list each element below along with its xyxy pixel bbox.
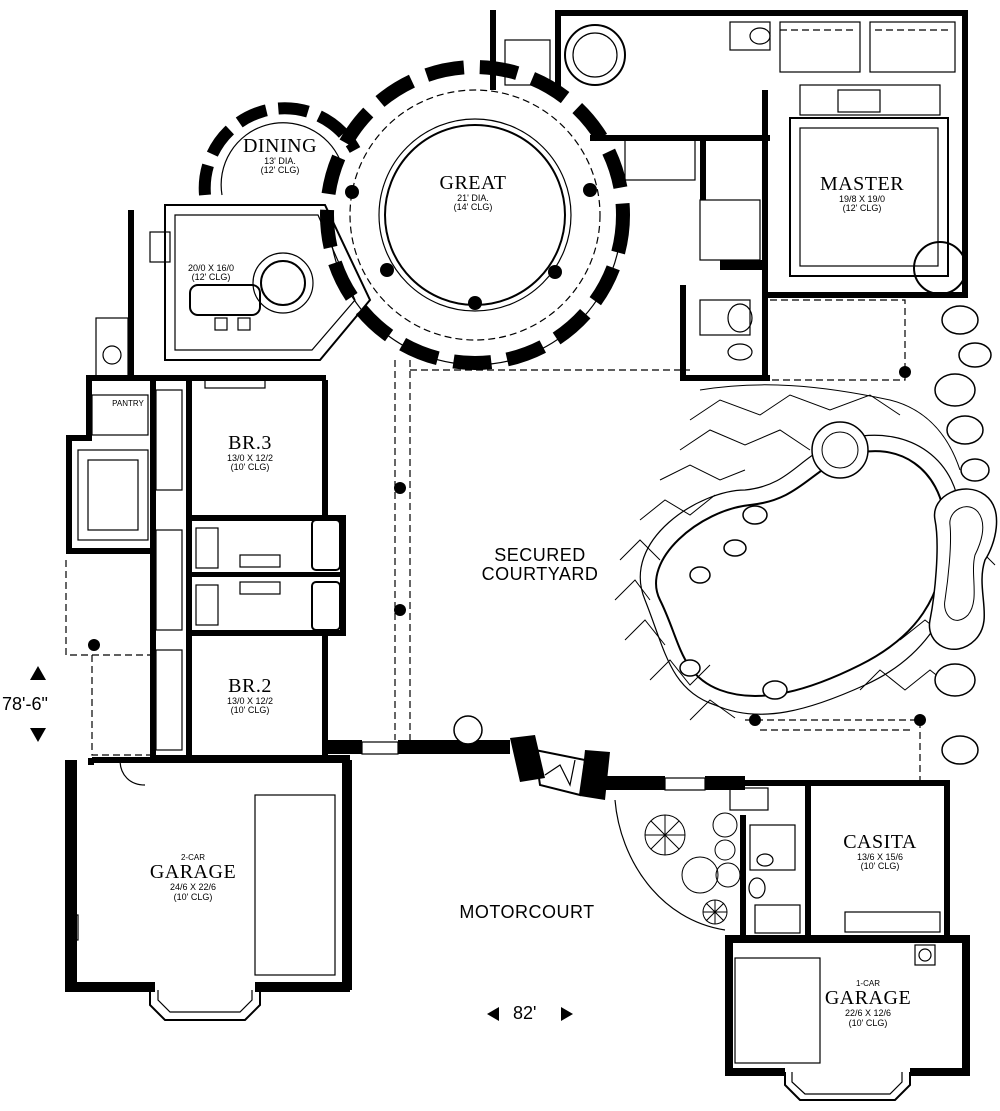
- great-label: GREAT 21' DIA. (14' CLG): [440, 173, 507, 213]
- br2-name: BR.2: [228, 675, 272, 697]
- dining-name: DINING: [242, 135, 318, 157]
- dining-size: 13' DIA.: [264, 156, 296, 166]
- kitchen-size: 20/0 X 16/0: [187, 263, 235, 273]
- courtyard-outline: [394, 360, 926, 780]
- master-suite: [490, 10, 968, 381]
- br3-size: 13/0 X 12/2: [226, 453, 274, 463]
- boulders: [453, 305, 998, 765]
- garage-2car-walls: [65, 757, 352, 1021]
- motorcourt-label: MOTORCOURT: [459, 903, 594, 923]
- great-ceiling: (14' CLG): [453, 202, 493, 213]
- left-wing-details: [65, 317, 341, 756]
- courtyard-line2: COURTYARD: [481, 563, 599, 584]
- garage1-label: 1-CAR GARAGE 22/6 X 12/6 (10' CLG): [824, 979, 912, 1028]
- garage2-size: 24/6 X 22/6: [169, 882, 217, 893]
- great-room-walls: [320, 60, 630, 370]
- master-size: 19/8 X 19/0: [838, 194, 886, 204]
- garage1-ceiling: (10' CLG): [848, 1017, 888, 1028]
- garage1-sub: 1-CAR: [855, 979, 880, 988]
- depth-arrows-icon: [30, 666, 46, 742]
- br2-label: BR.2 13/0 X 12/2 (10' CLG): [227, 676, 273, 716]
- landscape-plants: [614, 799, 741, 931]
- br2-size: 13/0 X 12/2: [226, 696, 274, 706]
- great-name: GREAT: [439, 172, 507, 194]
- garage2-name: GARAGE: [149, 861, 237, 884]
- pantry-name: PANTRY: [112, 399, 144, 408]
- great-size: 21' DIA.: [457, 193, 489, 203]
- courtyard-line1: SECURED: [494, 545, 586, 565]
- casita-ceiling: (10' CLG): [860, 861, 900, 872]
- garage1-size: 22/6 X 12/6: [844, 1008, 892, 1019]
- master-ceiling: (12' CLG): [842, 203, 882, 214]
- br3-ceiling: (10' CLG): [230, 462, 270, 473]
- casita-name: CASITA: [843, 831, 917, 853]
- great-room-columns: [345, 183, 597, 310]
- width-arrows-icon: [487, 1007, 573, 1021]
- garage2-label: 2-CAR GARAGE 24/6 X 22/6 (10' CLG): [149, 853, 237, 902]
- dining-label: DINING 13' DIA. (12' CLG): [243, 136, 317, 176]
- courtyard-south-wall: [322, 735, 745, 800]
- casita-label: CASITA 13/6 X 15/6 (10' CLG): [843, 832, 917, 872]
- garage1-name: GARAGE: [824, 987, 912, 1010]
- br3-name: BR.3: [228, 432, 272, 454]
- master-name: MASTER: [819, 173, 905, 195]
- br2-ceiling: (10' CLG): [230, 705, 270, 716]
- garage2-ceiling: (10' CLG): [173, 891, 213, 902]
- dining-ceiling: (12' CLG): [260, 165, 300, 176]
- casita-walls: [725, 780, 970, 1101]
- dining-walls: [198, 102, 361, 196]
- depth-dimension: 78'-6": [0, 664, 80, 744]
- motorcourt-name: MOTORCOURT: [459, 902, 595, 922]
- garage2-sub: 2-CAR: [180, 853, 205, 862]
- casita-size: 13/6 X 15/6: [856, 852, 904, 862]
- depth-value: 78'-6": [2, 694, 48, 714]
- left-wing-walls: [66, 210, 350, 761]
- width-value: 82': [513, 1003, 537, 1023]
- kitchen-ceiling: (12' CLG): [191, 272, 231, 283]
- width-dimension: 82': [485, 1002, 575, 1026]
- pantry-label: PANTRY: [112, 399, 144, 408]
- kitchen-label: 20/0 X 16/0 (12' CLG): [187, 263, 235, 283]
- br3-label: BR.3 13/0 X 12/2 (10' CLG): [227, 433, 273, 473]
- master-label: MASTER 19/8 X 19/0 (12' CLG): [820, 174, 904, 214]
- courtyard-label: SECURED COURTYARD: [482, 546, 599, 584]
- kitchen: [149, 204, 372, 361]
